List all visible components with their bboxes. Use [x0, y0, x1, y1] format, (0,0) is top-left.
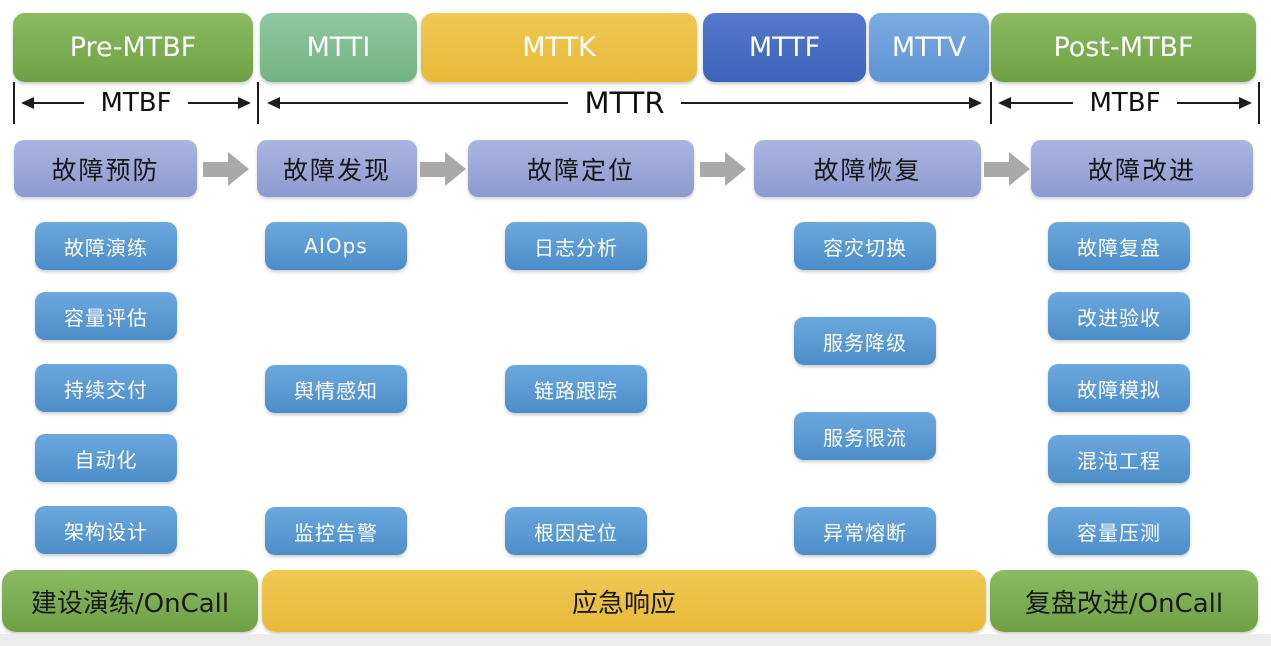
phase-pill-mttk: MTTK — [421, 13, 697, 82]
practice-box: 服务限流 — [794, 412, 936, 460]
right-arrow-icon — [680, 97, 982, 109]
phase-label: MTTV — [891, 32, 967, 63]
practice-label: 舆情感知 — [294, 378, 378, 403]
footer-bar-emergency: 应急响应 — [262, 570, 986, 632]
practice-box: 服务降级 — [794, 317, 936, 365]
span-label: MTBF — [100, 88, 172, 118]
stage-label: 故障改进 — [1087, 155, 1196, 185]
bottom-edge-strip — [0, 634, 1271, 646]
span-mttr: MTTR — [259, 82, 992, 124]
practice-label: 根因定位 — [534, 520, 618, 545]
practice-box: 容量压测 — [1048, 507, 1190, 555]
practice-box: 监控告警 — [265, 507, 407, 555]
practice-box: 链路跟踪 — [505, 365, 647, 413]
stage-label: 故障预防 — [51, 155, 160, 185]
practice-label: 故障模拟 — [1077, 377, 1161, 402]
stage-label: 故障定位 — [526, 155, 635, 185]
practice-box: 故障复盘 — [1048, 222, 1190, 270]
practice-box: 改进验收 — [1048, 292, 1190, 340]
practice-box: 舆情感知 — [265, 365, 407, 413]
practice-box: 根因定位 — [505, 507, 647, 555]
practice-label: 监控告警 — [294, 520, 378, 545]
practice-box: 容量评估 — [35, 292, 177, 340]
left-arrow-icon — [267, 97, 569, 109]
flow-arrow-icon — [984, 152, 1030, 186]
practice-label: 自动化 — [74, 447, 138, 472]
right-arrow-icon — [187, 97, 252, 109]
stage-label: 故障恢复 — [813, 155, 922, 185]
span-mtbf-right: MTBF — [992, 82, 1260, 124]
phase-pill-mttf: MTTF — [703, 13, 866, 82]
practice-box: AIOps — [265, 222, 407, 270]
phase-label: MTTI — [306, 32, 371, 63]
footer-bar-build-oncall: 建设演练/OnCall — [2, 570, 258, 632]
stage-header-fault-prevention: 故障预防 — [14, 140, 197, 197]
practice-label: 服务限流 — [823, 425, 907, 450]
stage-header-fault-locating: 故障定位 — [468, 140, 694, 197]
phase-label: MTTF — [748, 32, 821, 63]
practice-box: 日志分析 — [505, 222, 647, 270]
practice-box: 故障模拟 — [1048, 364, 1190, 412]
stage-label: 故障发现 — [282, 155, 391, 185]
practice-label: 改进验收 — [1077, 305, 1161, 330]
practice-label: 服务降级 — [823, 330, 907, 355]
span-label: MTBF — [1089, 88, 1161, 118]
flow-arrow-icon — [420, 152, 466, 186]
phase-label: MTTK — [522, 32, 596, 63]
phase-pill-mttv: MTTV — [869, 13, 989, 82]
left-arrow-icon — [998, 97, 1074, 109]
practice-box: 故障演练 — [35, 222, 177, 270]
footer-label: 复盘改进/OnCall — [1024, 588, 1224, 619]
practice-box: 自动化 — [35, 434, 177, 482]
right-arrow-icon — [1176, 97, 1253, 109]
practice-label: 异常熔断 — [823, 520, 907, 545]
phase-pill-mtti: MTTI — [260, 13, 417, 82]
practice-label: 容灾切换 — [823, 235, 907, 260]
practice-label: 架构设计 — [64, 519, 148, 544]
left-arrow-icon — [21, 97, 85, 109]
practice-label: 链路跟踪 — [534, 378, 618, 403]
practice-label: 日志分析 — [534, 235, 618, 260]
phase-label: Post-MTBF — [1053, 32, 1194, 63]
stage-header-fault-discovery: 故障发现 — [257, 140, 417, 197]
practice-box: 混沌工程 — [1048, 435, 1190, 483]
span-mtbf-left: MTBF — [13, 82, 259, 124]
footer-label: 应急响应 — [571, 588, 676, 619]
span-label: MTTR — [584, 86, 665, 120]
stage-header-fault-improvement: 故障改进 — [1031, 140, 1253, 197]
practice-box: 异常熔断 — [794, 507, 936, 555]
footer-bar-review-oncall: 复盘改进/OnCall — [990, 570, 1258, 632]
phase-label: Pre-MTBF — [69, 32, 197, 63]
flow-arrow-icon — [700, 152, 746, 186]
practice-box: 架构设计 — [35, 506, 177, 554]
stage-header-fault-recovery: 故障恢复 — [754, 140, 981, 197]
practice-label: 故障复盘 — [1077, 235, 1161, 260]
practice-label: AIOps — [304, 234, 368, 258]
practice-box: 容灾切换 — [794, 222, 936, 270]
practice-label: 故障演练 — [64, 235, 148, 260]
phase-pill-pre-mtbf: Pre-MTBF — [13, 13, 253, 82]
footer-label: 建设演练/OnCall — [30, 588, 230, 619]
practice-box: 持续交付 — [35, 364, 177, 412]
practice-label: 混沌工程 — [1077, 448, 1161, 473]
practice-label: 容量压测 — [1077, 520, 1161, 545]
practice-label: 容量评估 — [64, 305, 148, 330]
phase-pill-post-mtbf: Post-MTBF — [991, 13, 1256, 82]
flow-arrow-icon — [203, 152, 249, 186]
practice-label: 持续交付 — [64, 377, 148, 402]
